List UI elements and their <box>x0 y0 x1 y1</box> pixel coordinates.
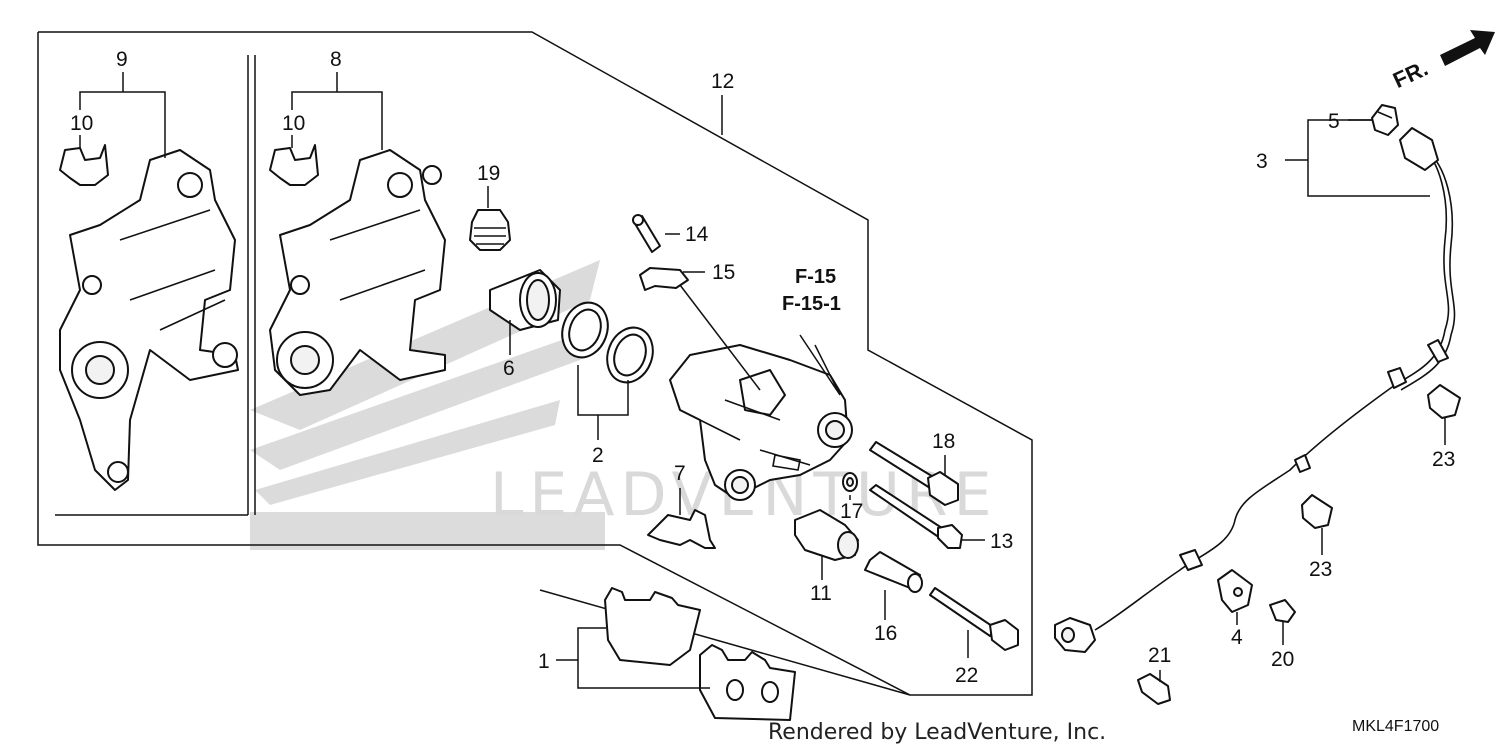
front-direction-arrow <box>1440 30 1495 66</box>
pin-bolt-18 <box>869 441 959 506</box>
piston-6 <box>489 269 561 331</box>
callout-2: 2 <box>592 444 604 467</box>
sleeve-16 <box>864 551 923 593</box>
bolt-22 <box>929 587 1019 651</box>
callout-3: 3 <box>1256 150 1268 173</box>
boot-19 <box>469 209 511 251</box>
callout-11: 11 <box>810 582 832 605</box>
front-label: FR. <box>1389 55 1432 93</box>
callout-14: 14 <box>685 223 709 246</box>
clamp-23-upper <box>1427 384 1461 419</box>
callout-9: 9 <box>116 48 128 71</box>
callout-12: 12 <box>711 70 734 93</box>
washer-17 <box>842 472 858 492</box>
caliper-bracket-9 <box>59 144 239 491</box>
boot-11 <box>794 509 859 561</box>
diagram-code: MKL4F1700 <box>1352 718 1439 735</box>
callout-18: 18 <box>932 430 955 453</box>
caliper-body-12 <box>669 344 853 501</box>
callout-15: 15 <box>712 261 735 284</box>
clamp-23-lower <box>1301 494 1333 529</box>
callout-5: 5 <box>1328 110 1340 133</box>
bleeder-14 <box>632 214 661 253</box>
piston-seals-2 <box>561 301 654 384</box>
callout-13: 13 <box>990 530 1013 553</box>
bleeder-cap-15 <box>639 267 689 291</box>
sensor-bracket-4 <box>1217 569 1253 613</box>
callout-16: 16 <box>874 622 897 645</box>
callout-10-right: 10 <box>282 112 305 135</box>
callout-17: 17 <box>840 500 863 523</box>
bolt-21 <box>1137 673 1171 705</box>
caliper-bracket-8 <box>269 144 446 396</box>
leader-lines <box>79 72 1446 689</box>
callout-6: 6 <box>503 357 515 380</box>
callout-1: 1 <box>538 650 550 673</box>
reference-f15-1: F-15-1 <box>782 293 841 315</box>
callout-23-upper: 23 <box>1432 448 1455 471</box>
callout-21: 21 <box>1148 644 1171 667</box>
pad-spring-7 <box>647 509 716 549</box>
bolt-20 <box>1269 599 1296 623</box>
callout-7: 7 <box>674 462 686 485</box>
callout-20: 20 <box>1271 648 1294 671</box>
callout-19: 19 <box>477 162 500 185</box>
wheel-sensor-harness-3 <box>1054 127 1456 653</box>
pin-13 <box>869 484 963 549</box>
assembly-boundary <box>37 31 1033 696</box>
brake-pads-1 <box>604 587 796 721</box>
footer-credit: Rendered by LeadVenture, Inc. <box>768 720 1106 745</box>
callout-10-left: 10 <box>70 112 93 135</box>
callout-4: 4 <box>1231 626 1243 649</box>
connector-cap-5 <box>1371 104 1399 136</box>
callout-22: 22 <box>955 664 978 687</box>
callout-8: 8 <box>330 48 342 71</box>
pad-guide-line <box>539 589 911 696</box>
callout-23-lower: 23 <box>1309 558 1332 581</box>
reference-f15: F-15 <box>795 266 836 288</box>
